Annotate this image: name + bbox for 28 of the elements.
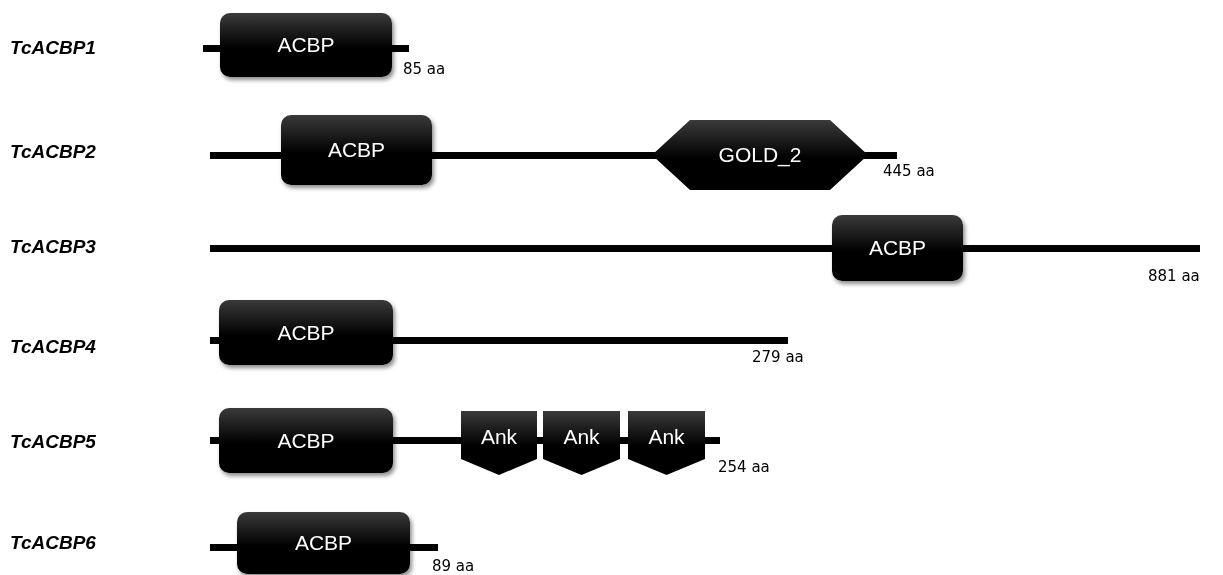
length-label: 89 aa <box>432 557 475 575</box>
domain-label: ACBP <box>327 138 386 162</box>
domain-box <box>220 13 392 77</box>
protein-name: TcACBP6 <box>10 532 96 554</box>
domain-box <box>281 115 432 185</box>
protein-name: TcACBP3 <box>10 236 96 258</box>
protein-name: TcACBP5 <box>10 431 96 453</box>
domain-box <box>832 215 963 281</box>
domain-label: ACBP <box>868 236 927 260</box>
protein-name: TcACBP2 <box>10 141 96 163</box>
domain-label: ACBP <box>277 428 335 453</box>
protein-name: TcACBP1 <box>10 37 96 59</box>
length-label: 279 aa <box>752 348 804 366</box>
domain-label: ACBP <box>294 531 353 555</box>
domain-label: Ank <box>648 425 685 449</box>
length-label: 445 aa <box>883 162 935 180</box>
domain-box <box>237 512 410 574</box>
domain-label: Ank <box>563 425 600 449</box>
domain-label: ACBP <box>277 320 335 345</box>
protein-name: TcACBP4 <box>10 336 96 358</box>
domain-label: ACBP <box>277 33 335 57</box>
domain-box <box>219 300 393 365</box>
domain-box <box>219 408 393 473</box>
length-label: 254 aa <box>718 458 770 476</box>
domain-label: GOLD_2 <box>718 143 802 167</box>
length-label: 85 aa <box>403 60 446 78</box>
length-label: 881 aa <box>1148 267 1200 285</box>
domain-label: Ank <box>480 425 518 449</box>
